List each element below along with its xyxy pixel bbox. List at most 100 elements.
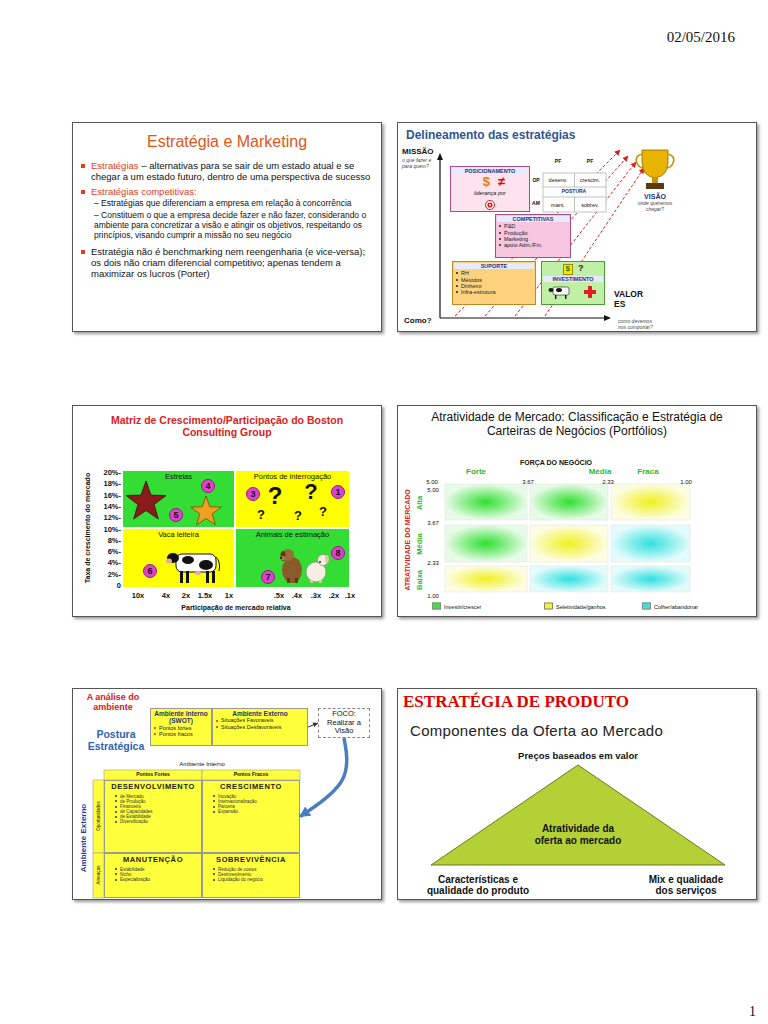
dog-illustration: [319, 561, 321, 563]
strategy-axes: [437, 153, 611, 321]
legend-entry: Colher/abandonar: [642, 603, 698, 610]
node-text: Infra-estrutura: [454, 289, 534, 295]
text-label: Componentes da Oferta ao Mercado: [410, 722, 663, 739]
text-label: Baixa: [416, 570, 425, 590]
dog-illustration: [287, 578, 290, 583]
text-label: sobrev.: [581, 201, 599, 207]
node-text: de Capacidades: [105, 809, 201, 814]
slide-frame: Delineamento das estratégiasPOSICIONAMEN…: [397, 122, 757, 332]
text-label: o que fazer e para quem?: [402, 158, 438, 170]
legend-entry: Seletividade/ganhos: [544, 603, 606, 610]
text-label: 10%-: [103, 525, 121, 534]
swot-table-frame: [104, 770, 202, 780]
cow-icon: [565, 295, 566, 299]
analysis-box: Ambiente Interno (SWOT)Pontos fortesPont…: [150, 708, 212, 746]
text-label: .2x: [329, 592, 339, 601]
callout-circle: 8: [331, 546, 345, 560]
legend-swatch: [544, 603, 553, 610]
node-text: Estrelas: [165, 471, 192, 482]
text-label: 5.00: [427, 487, 439, 494]
triangle-outline: [431, 765, 725, 865]
node-text: ?: [578, 264, 584, 274]
text-label: PF: [555, 159, 561, 165]
triangle-outline: [430, 764, 726, 866]
node-text: Pontos fracos: [152, 731, 210, 737]
cow-illustration: [166, 559, 172, 564]
text-label: PF: [587, 159, 593, 165]
text-label: Fraca: [637, 467, 658, 476]
node-text: de Mercado: [105, 794, 201, 799]
matrix-quadrant: Pontos de interrogação 3 1: [235, 470, 350, 528]
node-text: $: [563, 264, 573, 275]
callout-circle: 1: [331, 485, 345, 499]
text-label: como devemos nos comportar?: [618, 319, 658, 331]
bullet-paragraph: Estratégia não é benchmarking nem reenge…: [80, 246, 376, 279]
text-label: 1.00: [427, 593, 439, 600]
text-label: 5.00: [426, 479, 438, 486]
text-label: VALOR ES: [614, 290, 648, 310]
dog-illustration: [318, 555, 329, 566]
node-text: Situações Desfavoráveis: [214, 724, 306, 730]
text-label: 20%-: [103, 469, 121, 478]
text-label: Preços baseados em valor: [518, 751, 638, 762]
text-label: .1x: [345, 592, 355, 601]
node-text: 3: [250, 490, 255, 499]
node-text: Parceria: [203, 804, 299, 809]
bullet-paragraph: – Estratégias que diferenciam a empresa …: [94, 199, 376, 209]
text-label: 2x: [182, 592, 190, 601]
connector-arrow: [300, 738, 347, 817]
text-label: Média: [589, 467, 612, 476]
slide-frame: ESTRATÉGIA DE PRODUTOAtratividade da ofe…: [397, 688, 757, 900]
cow-illustration: [180, 571, 183, 583]
legend-text: Investir/crescer: [444, 603, 481, 609]
node-text: $: [483, 175, 490, 189]
text-label: Ambiente Interno: [179, 761, 225, 768]
strategy-axes: [440, 317, 606, 318]
strategy-axes: [439, 158, 440, 318]
text-label: 12%-: [103, 514, 121, 523]
node-text: Delineamento das estratégias: [398, 123, 756, 143]
slide-frame: A análise do ambienteAmbiente Interno (S…: [72, 688, 382, 900]
strategy-box: SUPORTERHMétodosDinheiroInfra-estrutura: [452, 261, 536, 305]
node-text: Dinheiro: [454, 283, 534, 289]
trophy-icon: [652, 178, 658, 183]
callout-circle: 3: [246, 487, 260, 501]
bullet-paragraph: Estratégias competitivas:: [80, 186, 376, 197]
node-text: Redução de custos: [203, 867, 299, 872]
text-label: Mix e qualidade dos serviços: [641, 874, 731, 896]
text-label: Ameaças: [96, 866, 101, 885]
node-text: Financeiro: [105, 804, 201, 809]
text-label: .3x: [311, 592, 321, 601]
node-text: Inovação: [203, 794, 299, 799]
node-text: Situações Favoraveis: [214, 717, 306, 723]
legend-swatch: [432, 603, 441, 610]
node-text: P&D: [497, 223, 569, 229]
bullet-paragraph: Estratégias– alternativas para se sair d…: [80, 160, 376, 182]
text-label: Pontos Fracos: [234, 772, 269, 778]
dog-illustration: [281, 551, 286, 561]
text-label: Oportunidades: [96, 801, 101, 831]
dog-illustration: [280, 557, 282, 559]
node-text: A análise do ambiente: [73, 689, 149, 713]
text-label: Alta: [416, 496, 425, 510]
bullet-paragraph: – Constituem o que a empresa decide faze…: [94, 211, 376, 241]
posture-grid: [543, 173, 606, 212]
node-text: Expansão: [203, 809, 299, 814]
swot-table-frame: [93, 853, 104, 898]
connector-layer: [300, 723, 347, 817]
text-label: 02/05/2016: [667, 29, 735, 46]
node-text: de Produção: [105, 799, 201, 804]
cow-illustration: [195, 571, 201, 575]
node-text: MANUTENÇÃO: [105, 856, 201, 865]
node-text: Pontos de interrogação: [254, 471, 332, 482]
text-label: Participação de mercado relativa: [181, 604, 290, 612]
cow-illustration: [166, 553, 220, 583]
dog-illustration: [295, 578, 298, 583]
node-text: de Estabilidade: [105, 814, 201, 819]
node-text: RH: [454, 270, 534, 276]
posture-grid: [574, 197, 575, 212]
text-label: MISSÃO: [402, 147, 434, 156]
trophy-icon: [636, 150, 674, 189]
